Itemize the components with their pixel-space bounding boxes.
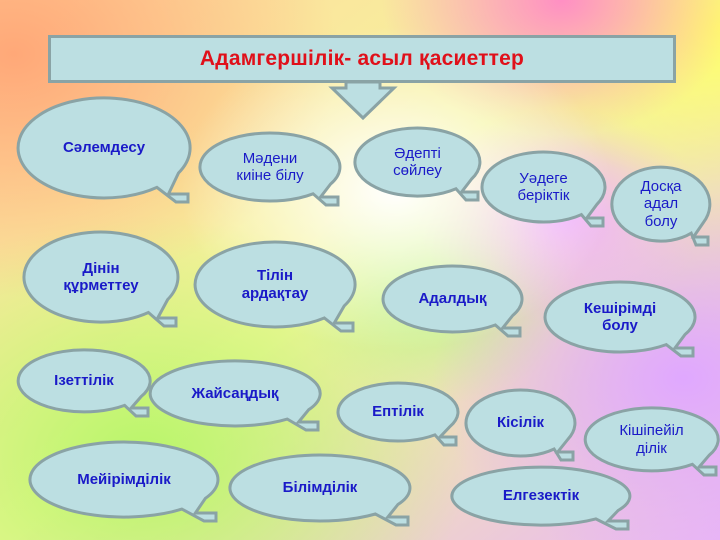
speech-bubble-bilimdilik: Білімділік xyxy=(228,453,412,527)
bubble-shape xyxy=(22,230,180,328)
bubble-label-line: Мәдени xyxy=(242,149,298,167)
speech-bubble-kisilik: Кісілік xyxy=(464,388,577,462)
bubble-label-line: Жайсаңдық xyxy=(191,384,279,402)
bubble-label-line: ділік xyxy=(636,439,667,457)
bubble-label: Елгезектік xyxy=(452,467,630,525)
bubble-shape xyxy=(336,381,460,447)
bubble-label-line: болу xyxy=(644,212,678,230)
speech-bubble-elgezektik: Елгезектік xyxy=(450,465,632,531)
bubble-label-line: Кешірімді xyxy=(583,299,657,317)
bubble-shape xyxy=(480,150,607,228)
bubble-shape xyxy=(228,453,412,527)
bubble-shape xyxy=(610,165,712,247)
bubble-shape xyxy=(450,465,632,531)
bubble-label: Ізеттілік xyxy=(18,350,150,412)
bubble-shape xyxy=(28,440,220,523)
bubble-shape xyxy=(353,126,482,202)
bubble-label: Кісілік xyxy=(466,390,575,456)
bubble-label-line: Сәлемдесу xyxy=(62,139,146,157)
bubble-shape xyxy=(198,131,342,207)
bubble-label-line: Ізеттілік xyxy=(54,372,114,390)
speech-bubble-eptilik: Ептілік xyxy=(336,381,460,447)
bubble-shape xyxy=(381,264,524,338)
bubble-label-line: ардақтау xyxy=(241,284,309,302)
bubble-label: Сәлемдесу xyxy=(18,98,190,198)
bubble-label-line: құрметтеу xyxy=(63,277,139,294)
bubble-label-line: Білімділік xyxy=(282,479,358,497)
bubble-label-line: Тілін xyxy=(256,267,294,285)
bubble-shape xyxy=(583,406,720,477)
bubble-label-line: сөйлеу xyxy=(393,162,442,179)
bubble-shape xyxy=(16,96,192,204)
bubble-label-line: адал xyxy=(643,195,679,213)
bubble-label-line: Адалдық xyxy=(418,290,487,308)
bubble-label-line: киіне білу xyxy=(236,167,304,184)
bubble-label-line: Ептілік xyxy=(372,403,424,421)
bubble-label-line: Уәдеге xyxy=(519,169,568,187)
bubble-label-line: Мейірімділік xyxy=(77,470,171,488)
bubble-label-line: Елгезектік xyxy=(502,487,580,505)
bubble-label-line: болу xyxy=(602,317,638,334)
bubble-shape xyxy=(193,240,357,333)
bubble-label: Адалдық xyxy=(383,266,522,332)
speech-bubble-izettilik: Ізеттілік xyxy=(16,348,152,418)
bubble-label-line: Кішіпейіл xyxy=(619,422,684,440)
bubble-label: Ептілік xyxy=(338,383,458,441)
bubble-shape xyxy=(543,280,697,358)
bubble-shape xyxy=(16,348,152,418)
bubble-label: Жайсаңдық xyxy=(150,361,320,426)
bubble-label: Мейірімділік xyxy=(30,442,218,517)
bubble-label-line: Әдепті xyxy=(394,144,441,162)
speech-bubble-salemdesu: Сәлемдесу xyxy=(16,96,192,204)
bubble-shape xyxy=(148,359,322,432)
bubble-label: Білімділік xyxy=(230,455,410,521)
bubble-label-line: беріктік xyxy=(517,187,570,204)
speech-bubble-zhaisandyk: Жайсаңдық xyxy=(148,359,322,432)
bubble-label-line: Кісілік xyxy=(496,414,545,432)
speech-bubble-meirimdilik: Мейірімділік xyxy=(28,440,220,523)
bubble-label-line: Дінін xyxy=(82,259,120,277)
speech-bubble-adaldyk: Адалдық xyxy=(381,264,524,338)
bubble-label-line: Досқа xyxy=(640,178,682,196)
bubble-shape xyxy=(464,388,577,462)
title-banner: Адамгершілік- асыл қасиеттер xyxy=(48,35,676,83)
down-arrow-icon xyxy=(328,80,398,121)
page-title: Адамгершілік- асыл қасиеттер xyxy=(199,47,525,70)
